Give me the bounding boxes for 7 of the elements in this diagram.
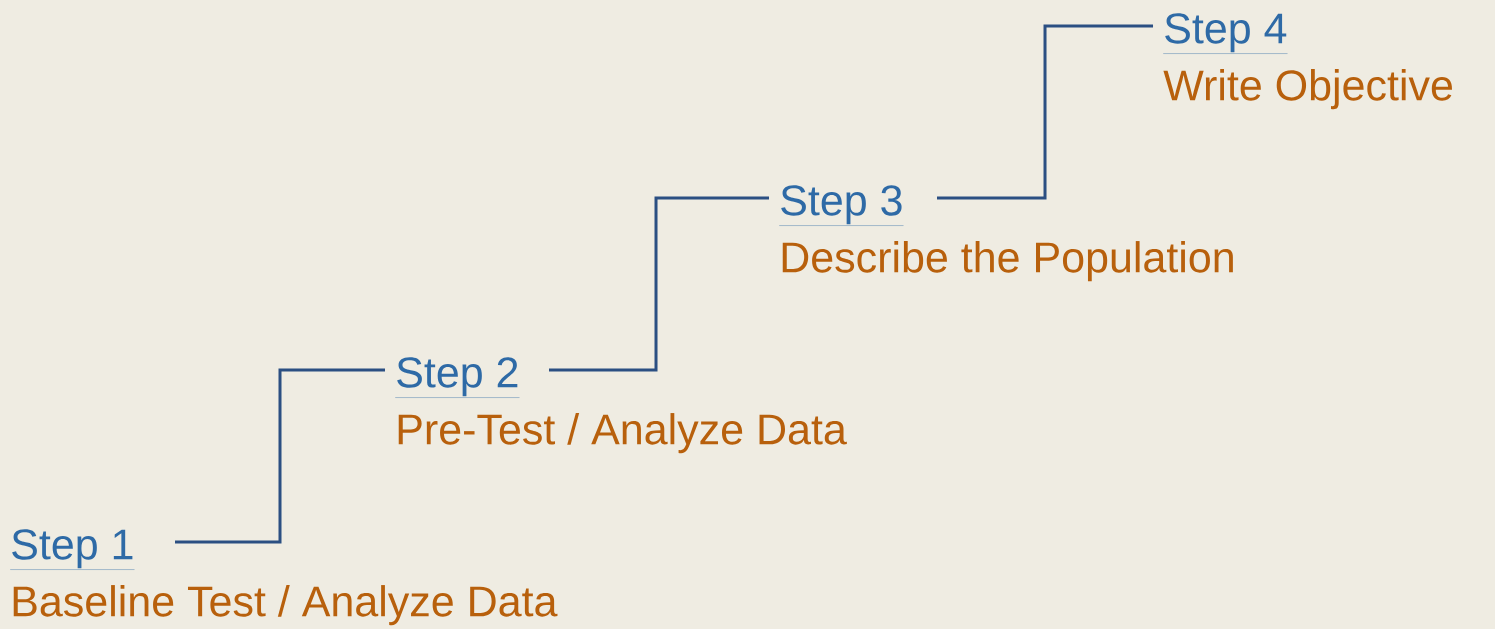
step-line xyxy=(549,196,769,372)
step-label: Step 2 Pre-Test / Analyze Data xyxy=(395,357,847,454)
step-label: Step 3 Describe the Population xyxy=(779,185,1233,282)
step-label: Step 1 Baseline Test / Analyze Data xyxy=(10,529,558,626)
step-label: Step 4 Write Objective xyxy=(1163,13,1452,110)
step-line xyxy=(175,368,385,544)
step-line xyxy=(937,24,1153,200)
